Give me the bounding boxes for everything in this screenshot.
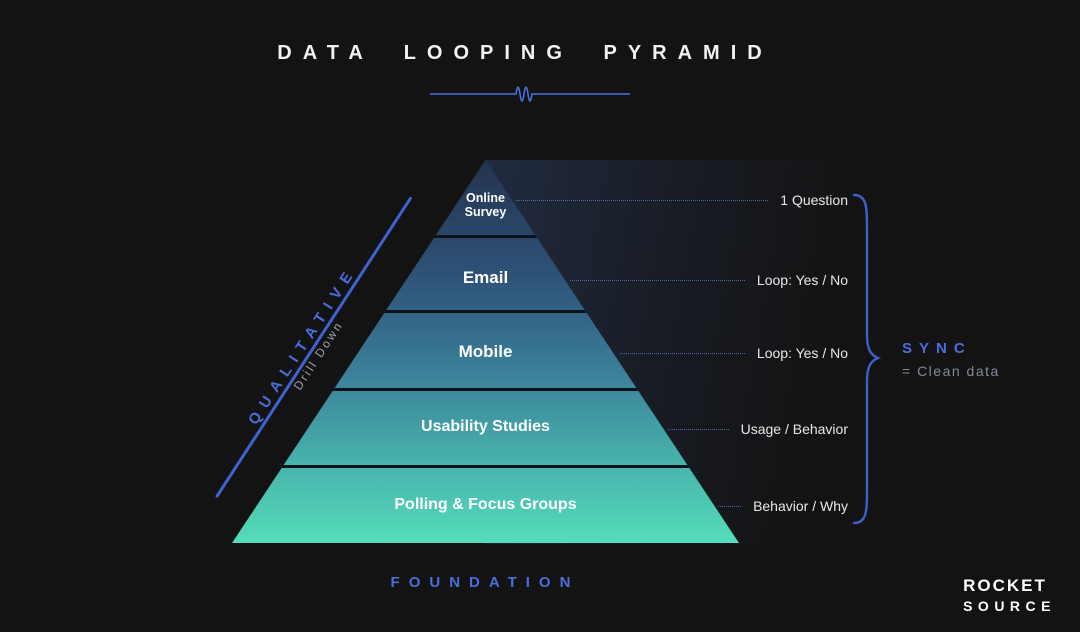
annotation-label: Usage / Behavior bbox=[740, 421, 848, 437]
clean-data-label: = Clean data bbox=[902, 363, 1000, 379]
annotation-label: Behavior / Why bbox=[753, 498, 848, 514]
annotation-label: Loop: Yes / No bbox=[756, 272, 848, 288]
level-divider bbox=[232, 388, 739, 391]
pyramid: Online Survey Email Mobile Usability Stu… bbox=[232, 160, 739, 543]
annotation-label: Loop: Yes / No bbox=[756, 345, 848, 361]
curly-brace-icon bbox=[852, 193, 882, 525]
annotation-row: 1 Question bbox=[516, 192, 848, 208]
logo-line-source: SOURCE bbox=[963, 598, 1056, 614]
annotation-row: Usage / Behavior bbox=[668, 421, 848, 437]
squiggle-divider-icon bbox=[430, 86, 630, 102]
sync-label: SYNC bbox=[902, 340, 972, 357]
pyramid-level-mobile: Mobile bbox=[458, 342, 513, 361]
sync-group: SYNC = Clean data bbox=[902, 340, 1000, 379]
pyramid-level-polling-focus-groups: Polling & Focus Groups bbox=[394, 496, 577, 513]
level-divider bbox=[232, 235, 739, 238]
annotation-row: Loop: Yes / No bbox=[620, 345, 848, 361]
pyramid-level-usability-studies: Usability Studies bbox=[421, 418, 550, 435]
annotation-row: Behavior / Why bbox=[718, 498, 848, 514]
pyramid-level-email: Email bbox=[462, 268, 509, 287]
annotation-label: 1 Question bbox=[780, 192, 848, 208]
annotation-row: Loop: Yes / No bbox=[570, 272, 848, 288]
dotted-connector-line bbox=[718, 505, 742, 507]
level-divider bbox=[232, 310, 739, 313]
page-title: DATA LOOPING PYRAMID bbox=[277, 42, 773, 64]
foundation-label: FOUNDATION bbox=[390, 574, 580, 591]
dotted-connector-line bbox=[570, 279, 745, 281]
dotted-connector-line bbox=[620, 352, 745, 354]
rocket-source-logo: ROCKET SOURCE bbox=[963, 576, 1056, 614]
dotted-connector-line bbox=[516, 199, 769, 201]
logo-line-rocket: ROCKET bbox=[963, 576, 1047, 595]
dotted-connector-line bbox=[668, 428, 729, 430]
level-divider bbox=[232, 465, 739, 468]
pyramid-level-online-survey: Online Survey bbox=[464, 191, 507, 219]
